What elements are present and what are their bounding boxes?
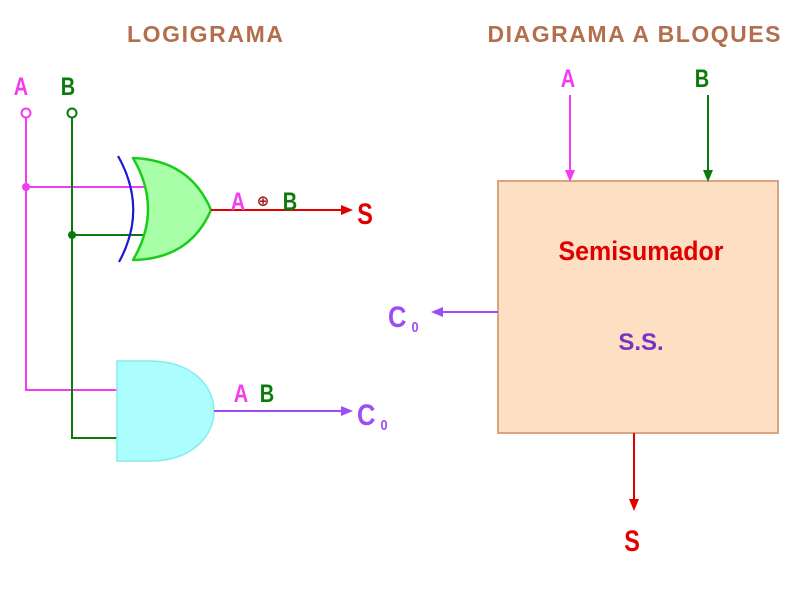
- block-input-a-label: A: [561, 65, 575, 93]
- junction-a-dot: [22, 183, 30, 191]
- xor-gate-body: [131, 156, 213, 262]
- block-carry-subscript: 0: [412, 318, 419, 335]
- xor-expression: A ⊕ B: [231, 188, 297, 216]
- block-input-a-arrowhead: [565, 170, 575, 182]
- block-input-b-arrowhead: [703, 170, 713, 182]
- and-gate-body: [116, 360, 215, 462]
- wire-b-main: [71, 117, 118, 439]
- and-expression-a: A: [234, 380, 248, 408]
- and-expression: A B: [234, 380, 274, 408]
- and-expression-b: B: [260, 380, 274, 408]
- input-a-label: A: [14, 73, 28, 101]
- block-diagram-title: DIAGRAMA A BLOQUES: [488, 21, 781, 47]
- block-carry-symbol: C: [388, 300, 406, 333]
- block-abbreviation: S.S.: [618, 329, 663, 356]
- xor-output-label: S: [357, 197, 373, 230]
- block-sum-arrowhead: [629, 499, 639, 511]
- and-output-symbol: C: [357, 398, 375, 431]
- input-a-terminal: [20, 107, 32, 119]
- and-output-arrowhead: [341, 406, 353, 416]
- input-b-terminal: [66, 107, 78, 119]
- and-output-subscript: 0: [381, 416, 388, 433]
- wire-a-main: [25, 117, 118, 391]
- logigrama-panel: LOGIGRAMA A B S A ⊕ B C: [14, 21, 388, 462]
- block-input-b-label: B: [695, 65, 709, 93]
- xor-output-arrowhead: [341, 205, 353, 215]
- logigrama-title: LOGIGRAMA: [127, 21, 283, 47]
- block-sum-label: S: [624, 524, 640, 557]
- block-name: Semisumador: [559, 236, 724, 266]
- xor-operator-symbol: ⊕: [257, 192, 270, 210]
- xor-input-curve: [117, 155, 135, 263]
- block-diagram-panel: DIAGRAMA A BLOQUES A B Semisumador S.S. …: [388, 21, 781, 558]
- input-b-label: B: [61, 73, 75, 101]
- half-adder-block: [497, 180, 779, 434]
- block-carry-arrowhead: [431, 307, 443, 317]
- junction-b-dot: [68, 231, 76, 239]
- xor-expression-b: B: [283, 188, 297, 216]
- xor-expression-a: A: [231, 188, 245, 216]
- xor-gate: [117, 155, 213, 263]
